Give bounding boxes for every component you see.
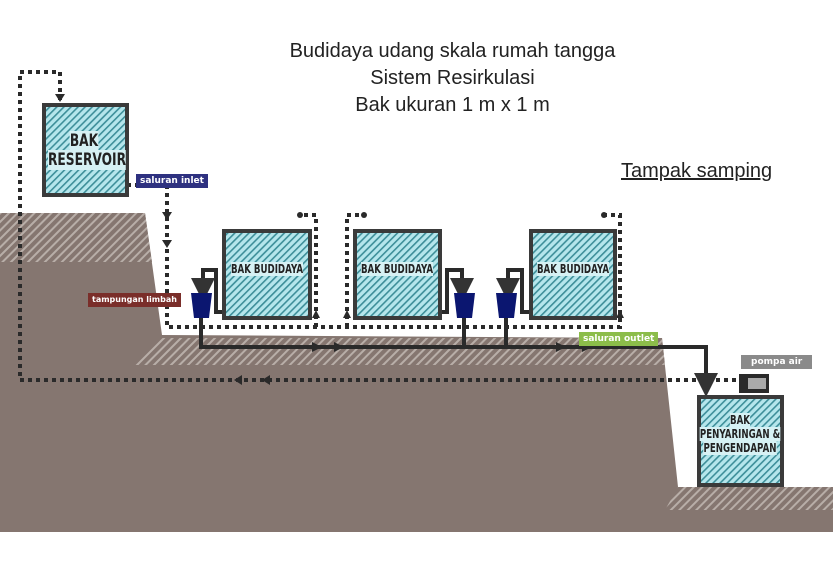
title-line-2: Sistem Resirkulasi bbox=[370, 67, 535, 89]
inlet-tag: saluran inlet bbox=[136, 174, 208, 188]
pump-tag: pompa air bbox=[741, 355, 813, 369]
waste-bucket-3 bbox=[496, 293, 517, 318]
title-line-3: Bak ukuran 1 m x 1 m bbox=[355, 94, 550, 116]
waste-bucket-2 bbox=[454, 293, 475, 318]
flow-arrows bbox=[55, 94, 624, 385]
waste-bucket-1 bbox=[191, 293, 212, 318]
view-label: Tampak samping bbox=[621, 160, 773, 182]
ground-top-upper bbox=[0, 213, 152, 262]
ground-top-middle bbox=[135, 338, 665, 365]
ground bbox=[0, 213, 833, 532]
title-line-1: Budidaya udang skala rumah tangga bbox=[289, 40, 616, 62]
culture-tank-3-label: BAK BUDIDAYA bbox=[536, 262, 610, 276]
outlet-tag: saluran outlet bbox=[579, 332, 659, 346]
waste-tag: tampungan limbah bbox=[88, 293, 181, 307]
culture-tank-1-label: BAK BUDIDAYA bbox=[230, 262, 304, 276]
pump bbox=[739, 374, 769, 393]
culture-tank-2-label: BAK BUDIDAYA bbox=[360, 262, 434, 276]
outlet-pipe bbox=[191, 268, 718, 397]
ground-top-lower bbox=[665, 487, 833, 510]
